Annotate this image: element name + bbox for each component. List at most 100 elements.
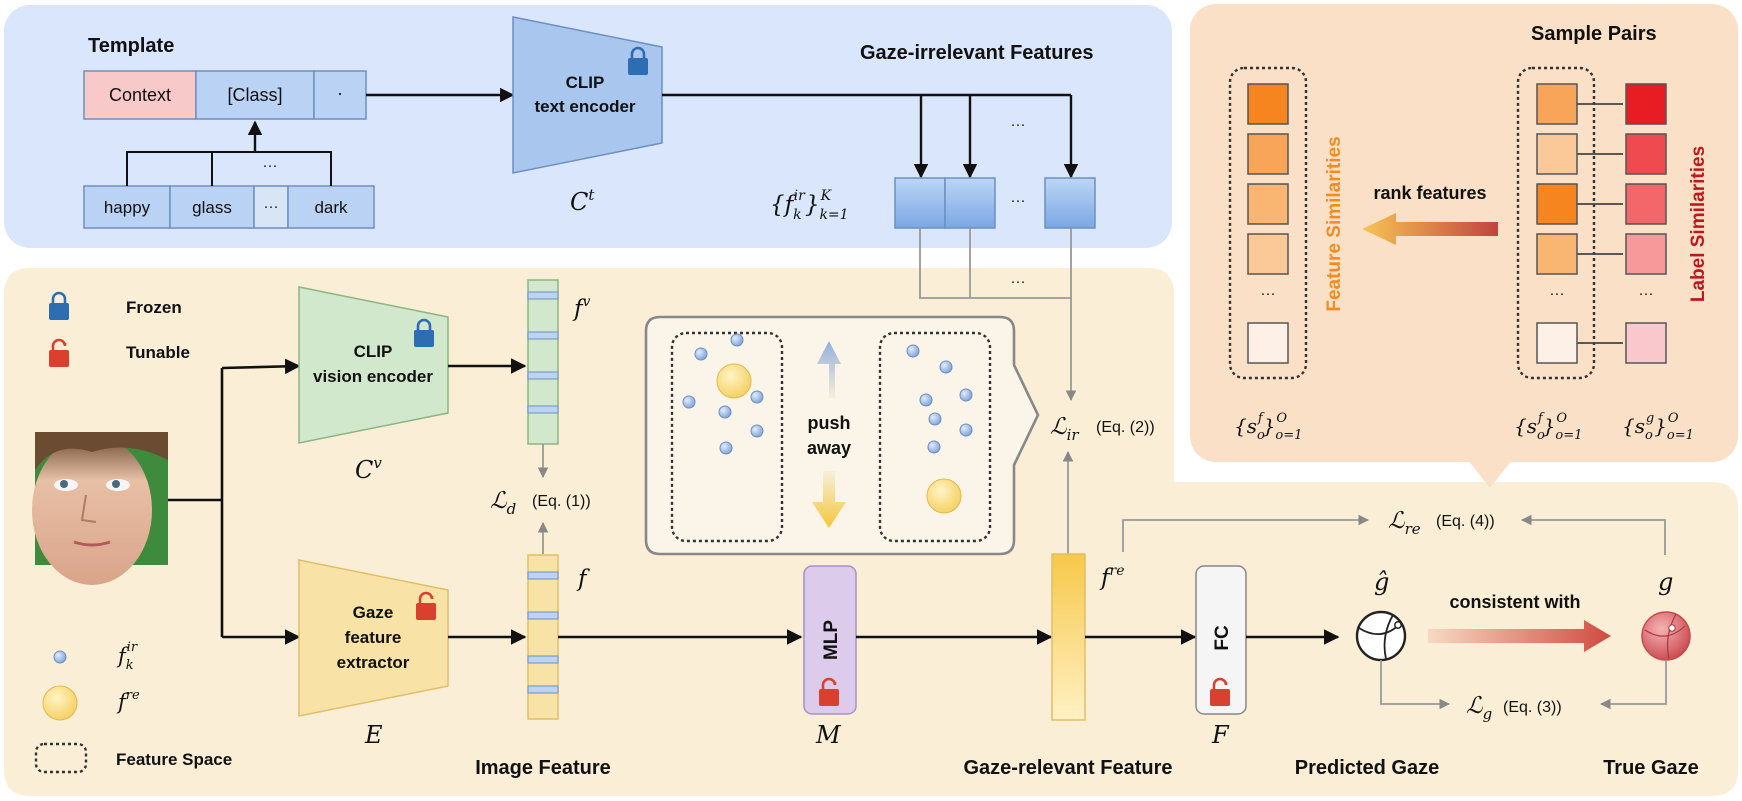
true-gaze-sphere: [1641, 611, 1691, 661]
face-image: [32, 432, 168, 585]
consistent-arrow: [1428, 620, 1611, 652]
label-sim-cell: [1625, 183, 1667, 225]
true-gaze-label: True Gaze: [1603, 757, 1699, 779]
pred-gaze-symbol: ĝ: [1374, 568, 1389, 596]
class-word-cell: [169, 185, 255, 229]
fc-block: [1195, 565, 1247, 715]
extractor-symbol: E: [364, 721, 383, 749]
push-up-arrow: [817, 341, 841, 398]
feature-sim-set-label: {sof}o=1O: [1234, 411, 1302, 443]
class-word-cell: [287, 185, 375, 229]
pair-feature-cell: [1536, 322, 1578, 364]
mlp-symbol: M: [815, 721, 842, 749]
lg-eq: (Eq. (3)): [1503, 699, 1562, 716]
push-down-arrow: [812, 471, 846, 528]
extractor-name-1: Gaze: [353, 603, 394, 622]
feature-sim-cell: [1247, 83, 1289, 125]
feature-sim-ellipsis: ···: [1261, 285, 1276, 302]
ld-eq: (Eq. (1)): [532, 493, 591, 510]
clip-image-feature-bar: [527, 279, 559, 445]
mlp-label: MLP: [821, 620, 842, 660]
label-sim-vertical: Label Similarities: [1688, 146, 1709, 302]
push-text-1: push: [808, 413, 851, 433]
text-encoder-symbol: Ct: [570, 186, 595, 216]
feature-sim-cell: [1247, 133, 1289, 175]
feature-space-box: [670, 331, 784, 543]
tunable-lock-icon: [1210, 677, 1230, 706]
feature-sim-cell: [1247, 322, 1289, 364]
template-dot-cell: [313, 70, 367, 120]
frozen-lock-icon: [628, 46, 648, 75]
pair-feature-cell: [1536, 133, 1578, 175]
extractor-name-2: feature: [345, 628, 402, 647]
rank-features-arrow: [1362, 213, 1498, 245]
fc-symbol: F: [1211, 721, 1230, 749]
tunable-lock-icon: [49, 338, 69, 367]
label-sim-set-label: {sog}o=1O: [1622, 411, 1694, 443]
legend-tunable: Tunable: [126, 343, 190, 362]
feature-space-box: [878, 331, 992, 543]
class-word-happy: happy: [104, 198, 151, 217]
pair-feature-cell: [1536, 233, 1578, 275]
clip-text-encoder: [512, 16, 663, 174]
vision-encoder-name-1: CLIP: [354, 342, 393, 361]
legend-fk-ir: fkir: [116, 640, 138, 673]
label-sim-cell: [1625, 133, 1667, 175]
face-branch-line: [168, 368, 224, 637]
class-tree-ellipsis: ···: [263, 157, 278, 174]
tunable-lock-icon: [416, 591, 436, 620]
features-to-lir-lines: [919, 228, 1072, 299]
tunable-lock-icon: [819, 677, 839, 706]
feature-sim-cell: [1247, 183, 1289, 225]
label-sim-cell: [1625, 83, 1667, 125]
class-tree-connector: [126, 151, 332, 186]
true-to-lg-line: [1599, 660, 1667, 710]
class-word-glass: glass: [192, 198, 232, 217]
lre-eq: (Eq. (4)): [1436, 513, 1495, 530]
true-gaze-to-lre-line: [1520, 514, 1666, 555]
feature-cells-ellipsis: ···: [1011, 192, 1026, 209]
fre-label: fre: [1099, 563, 1125, 591]
pred-to-lg-line: [1380, 660, 1451, 710]
gaze-irrelevant-title: Gaze-irrelevant Features: [860, 42, 1093, 64]
label-sim-ellipsis: ···: [1639, 285, 1654, 302]
sample-pairs-title: Sample Pairs: [1531, 23, 1657, 45]
vision-encoder-symbol: Cv: [355, 454, 382, 484]
gaze-irrelevant-feature-cell: [894, 177, 946, 229]
template-title: Template: [88, 35, 174, 57]
class-word-cell: [253, 185, 289, 229]
text-encoder-name-2: text encoder: [534, 97, 635, 116]
gaze-relevant-feature-bar: [1051, 553, 1086, 721]
predicted-gaze-label: Predicted Gaze: [1295, 757, 1440, 779]
template-dot-text: ·: [337, 83, 343, 103]
legend-irrelevant-dot: [53, 650, 67, 664]
lir-eq: (Eq. (2)): [1096, 419, 1155, 436]
relevant-feature-dot: [716, 363, 752, 399]
legend-feature-space: Feature Space: [116, 750, 232, 769]
legend-frozen: Frozen: [126, 298, 182, 317]
frozen-lock-icon: [414, 318, 434, 347]
irrelevant-feature-dots: [682, 333, 973, 455]
gaze-relevant-label: Gaze-relevant Feature: [964, 757, 1173, 779]
image-feature-label: Image Feature: [475, 757, 611, 779]
sample-pairs-callout: [1468, 460, 1512, 488]
lg-loss: ℒg: [1466, 693, 1492, 723]
gaze-image-feature-bar: [527, 554, 559, 720]
pair-group: [1516, 66, 1596, 380]
lir-lines-ellipsis: ···: [1011, 273, 1026, 290]
f-label: f: [576, 566, 590, 592]
pair-feature-cell: [1536, 183, 1578, 225]
gaze-irrelevant-set-label: {fkir}k=1K: [770, 188, 849, 223]
template-context-cell: [83, 70, 197, 120]
rank-features-text: rank features: [1373, 183, 1486, 203]
template-context-text: Context: [109, 85, 171, 105]
lre-loss: ℒre: [1388, 508, 1421, 538]
pair-connectors: [1577, 103, 1623, 344]
vision-encoder-name-2: vision encoder: [313, 367, 433, 386]
frozen-lock-icon: [49, 291, 69, 320]
gaze-irrelevant-feature-cell: [1044, 177, 1096, 229]
lir-loss: ℒir: [1050, 414, 1079, 444]
true-gaze-symbol: g: [1658, 568, 1673, 596]
label-sim-cell: [1625, 322, 1667, 364]
